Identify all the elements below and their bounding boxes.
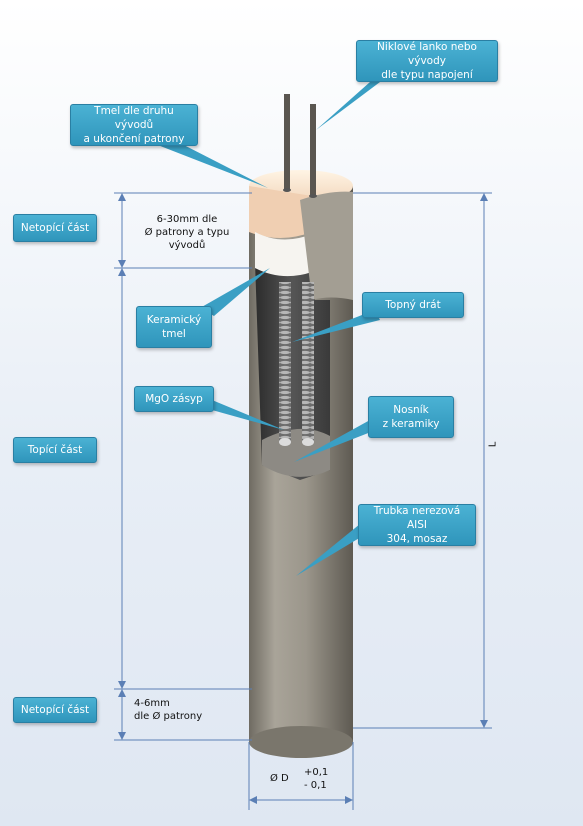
wire-hole-right xyxy=(309,194,317,198)
arrow xyxy=(249,796,257,804)
arrow xyxy=(118,689,126,697)
ceramic-cement-band xyxy=(255,232,312,277)
pointer-topny xyxy=(292,310,380,342)
wire-hole-left xyxy=(283,188,291,192)
pointer-mgo xyxy=(212,400,284,430)
pointer-keramicky xyxy=(200,268,270,316)
tube-bottom-ellipse xyxy=(249,726,353,758)
arrow xyxy=(480,720,488,728)
arrow xyxy=(118,260,126,268)
pointer-trubka xyxy=(296,524,366,576)
wire-lead-left xyxy=(284,94,290,190)
top-cap-band xyxy=(249,186,312,238)
arrow xyxy=(480,193,488,201)
dim-text-tolerance: +0,1 - 0,1 xyxy=(304,767,329,791)
dim-text-diameter: Ø D xyxy=(270,773,289,784)
arrow xyxy=(118,268,126,276)
dim-text-bottom-zone: 4-6mm dle Ø patrony xyxy=(134,698,203,722)
label-netopici-bottom: Netopící část xyxy=(13,697,97,723)
label-mgo-zasyp: MgO zásyp xyxy=(134,386,214,412)
ceramic-carrier xyxy=(262,428,330,477)
heating-coil-left xyxy=(279,282,291,442)
label-netopici-top: Netopící část xyxy=(13,214,97,242)
pointer-niklove xyxy=(316,82,380,130)
arrow xyxy=(345,796,353,804)
label-topny-drat: Topný drát xyxy=(362,292,464,318)
dim-text-length: L xyxy=(487,441,499,448)
pointer-tmel xyxy=(150,142,268,188)
arrow xyxy=(118,681,126,689)
peeled-shell xyxy=(300,191,353,300)
heating-coil-right xyxy=(302,282,314,442)
wire-lead-right xyxy=(310,104,316,196)
coil-end-left xyxy=(279,438,291,446)
arrow xyxy=(118,193,126,201)
dim-text-top-zone: 6-30mm dle Ø patrony a typu vývodů xyxy=(144,214,230,251)
label-topici-cast: Topící část xyxy=(13,437,97,463)
coil-end-right xyxy=(302,438,314,446)
arrow xyxy=(118,732,126,740)
pointer-nosnik xyxy=(294,420,376,462)
